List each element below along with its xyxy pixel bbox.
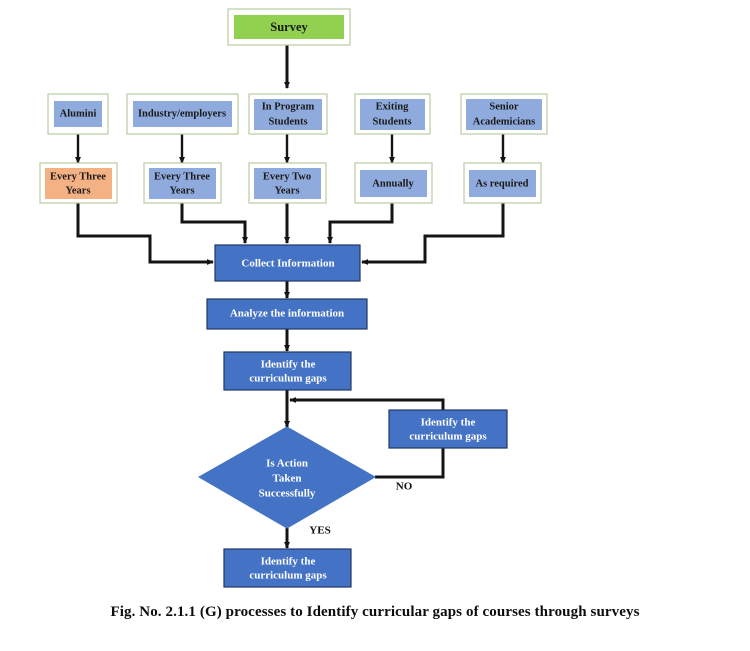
exiting-label-line2: Students (372, 116, 411, 127)
industry-label: Industry/employers (138, 108, 226, 119)
identify-label-line1: Identify the (261, 359, 316, 371)
freq1-label-line2: Years (65, 185, 90, 196)
inprogram-label-line2: Students (268, 116, 307, 127)
edge-freq1-to-collect (76, 203, 215, 266)
senior-label-line2: Academicians (473, 116, 535, 127)
inprogram-label-line1: In Program (262, 101, 315, 112)
senior-label-line1: Senior (489, 101, 519, 112)
edge-freq2-to-collect (180, 203, 248, 245)
edge-freq4-to-collect (326, 203, 394, 245)
freq3-label-line2: Years (274, 185, 299, 196)
edge-freq5-to-collect (360, 203, 505, 265)
freq4-fill (360, 170, 427, 197)
decision-label-line2: Taken (273, 473, 302, 485)
freq2-label-line2: Years (169, 185, 194, 196)
node-decision-is-action-taken-successfully[interactable]: Is Action Taken Successfully (197, 426, 377, 529)
freq4-label-line1: Annually (372, 178, 414, 189)
exiting-label-line1: Exiting (376, 101, 409, 112)
survey-fill (234, 15, 344, 39)
freq5-label-line1: As required (476, 178, 529, 189)
node-analyze-information[interactable]: Analyze the information (206, 298, 368, 330)
freq1-label-line1: Every Three (50, 171, 106, 182)
node-survey[interactable]: Survey (227, 8, 351, 46)
edge-label-yes: YES (309, 525, 330, 537)
decision-label-line3: Successfully (259, 488, 316, 500)
collect-box (214, 244, 361, 282)
node-frequency-senior[interactable]: As required (463, 162, 542, 204)
freq3-label-line1: Every Two (263, 171, 311, 182)
node-source-in-program-students[interactable]: In Program Students (248, 93, 328, 135)
survey-label: Survey (270, 20, 308, 34)
rework-box (388, 409, 508, 449)
node-frequency-exiting[interactable]: Annually (354, 162, 433, 204)
decision-label-line1: Is Action (266, 458, 308, 470)
node-frequency-in-program[interactable]: Every Two Years (248, 162, 327, 204)
rework-label-line2: curriculum gaps (409, 431, 487, 443)
node-frequency-industry[interactable]: Every Three Years (143, 162, 222, 204)
node-identify-curriculum-gaps[interactable]: Identify the curriculum gaps (223, 351, 352, 391)
node-rework-curriculum-gaps[interactable]: Identify the curriculum gaps (388, 409, 508, 449)
node-collect-information[interactable]: Collect Information (214, 244, 361, 282)
freq2-fill (149, 168, 216, 199)
node-source-industry[interactable]: Industry/employers (126, 93, 239, 135)
collect-label: Collect Information (241, 258, 334, 270)
analyze-box (206, 298, 368, 330)
edge-decision-no-to-rework (375, 447, 445, 479)
node-frequency-alumini[interactable]: Every Three Years (39, 162, 118, 204)
alumini-fill (54, 101, 102, 127)
alumini-label: Alumini (60, 108, 97, 119)
figure-caption: Fig. No. 2.1.1 (G) processes to Identify… (110, 604, 640, 620)
node-source-alumini[interactable]: Alumini (47, 93, 109, 135)
rework-label-line1: Identify the (421, 417, 476, 429)
node-source-senior-academicians[interactable]: Senior Academicians (460, 93, 548, 135)
analyze-label: Analyze the information (230, 308, 344, 320)
node-source-exiting-students[interactable]: Exiting Students (354, 93, 431, 135)
exiting-fill (360, 99, 425, 130)
inprogram-fill (254, 99, 322, 130)
outcome-box (223, 548, 352, 588)
identify-label-line2: curriculum gaps (249, 373, 327, 385)
connectors (74, 45, 506, 550)
freq1-fill (45, 168, 112, 199)
edge-label-no: NO (396, 481, 413, 493)
outcome-label-line2: curriculum gaps (249, 570, 327, 582)
decision-shape (197, 426, 377, 529)
edge-rework-back-to-decision (288, 396, 445, 410)
freq5-fill (469, 170, 536, 197)
identify-box (223, 351, 352, 391)
freq2-label-line1: Every Three (154, 171, 210, 182)
senior-fill (466, 99, 542, 130)
industry-fill (133, 101, 232, 127)
outcome-label-line1: Identify the (261, 556, 316, 568)
freq3-fill (254, 168, 321, 199)
node-outcome-curriculum-gaps[interactable]: Identify the curriculum gaps (223, 548, 352, 588)
